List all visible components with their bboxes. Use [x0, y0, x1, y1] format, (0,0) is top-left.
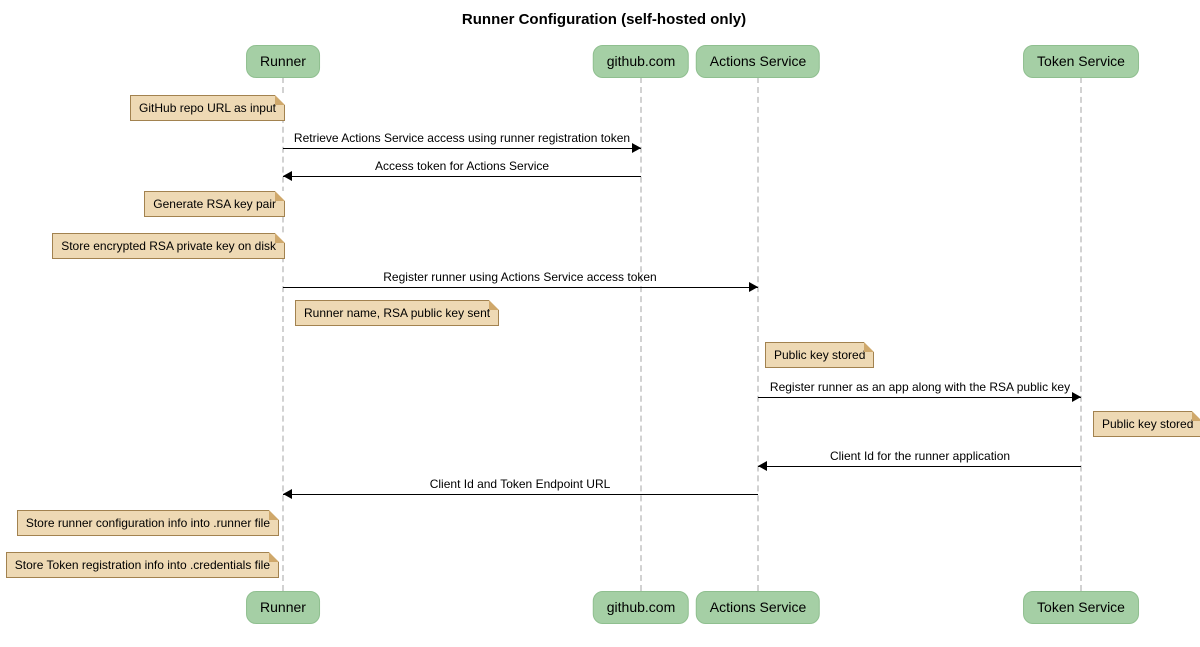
note-public-key-stored-actions: Public key stored: [765, 342, 875, 368]
message-label: Client Id for the runner application: [829, 449, 1011, 463]
participant-token-service-bottom: Token Service: [1023, 591, 1139, 624]
note-public-key-stored-token: Public key stored: [1093, 411, 1200, 437]
message-label: Register runner as an app along with the…: [769, 380, 1071, 394]
participant-actions-service-top: Actions Service: [695, 45, 821, 78]
arrowhead-left-icon: [283, 171, 292, 181]
message-line: [758, 397, 1081, 398]
participant-runner-top: Runner: [246, 45, 320, 78]
diagram-title: Runner Configuration (self-hosted only): [461, 11, 747, 28]
lifeline-actions-service: [757, 77, 759, 591]
lifeline-runner: [282, 77, 284, 591]
message-line: [283, 176, 641, 177]
message-label: Client Id and Token Endpoint URL: [429, 477, 611, 491]
participant-github-com-bottom: github.com: [592, 591, 690, 624]
arrowhead-right-icon: [749, 282, 758, 292]
note-store-runner-file: Store runner configuration info into .ru…: [16, 510, 280, 536]
participant-actions-service-bottom: Actions Service: [695, 591, 821, 624]
message-label: Retrieve Actions Service access using ru…: [293, 131, 631, 145]
message-line: [283, 494, 758, 495]
participant-runner-bottom: Runner: [246, 591, 320, 624]
arrowhead-right-icon: [632, 143, 641, 153]
message-line: [283, 287, 758, 288]
note-store-credentials-file: Store Token registration info into .cred…: [5, 552, 280, 578]
lifeline-github-com: [640, 77, 642, 591]
arrowhead-left-icon: [758, 461, 767, 471]
message-label: Register runner using Actions Service ac…: [383, 270, 657, 284]
note-runner-name-sent: Runner name, RSA public key sent: [295, 300, 500, 326]
message-line: [758, 466, 1081, 467]
note-github-repo-url: GitHub repo URL as input: [130, 95, 285, 121]
note-generate-rsa: Generate RSA key pair: [144, 191, 285, 217]
arrowhead-left-icon: [283, 489, 292, 499]
participant-github-com-top: github.com: [592, 45, 690, 78]
note-store-private-key: Store encrypted RSA private key on disk: [52, 233, 285, 259]
arrowhead-right-icon: [1072, 392, 1081, 402]
message-label: Access token for Actions Service: [374, 159, 550, 173]
lifeline-token-service: [1080, 77, 1082, 591]
participant-token-service-top: Token Service: [1023, 45, 1139, 78]
message-line: [283, 148, 641, 149]
